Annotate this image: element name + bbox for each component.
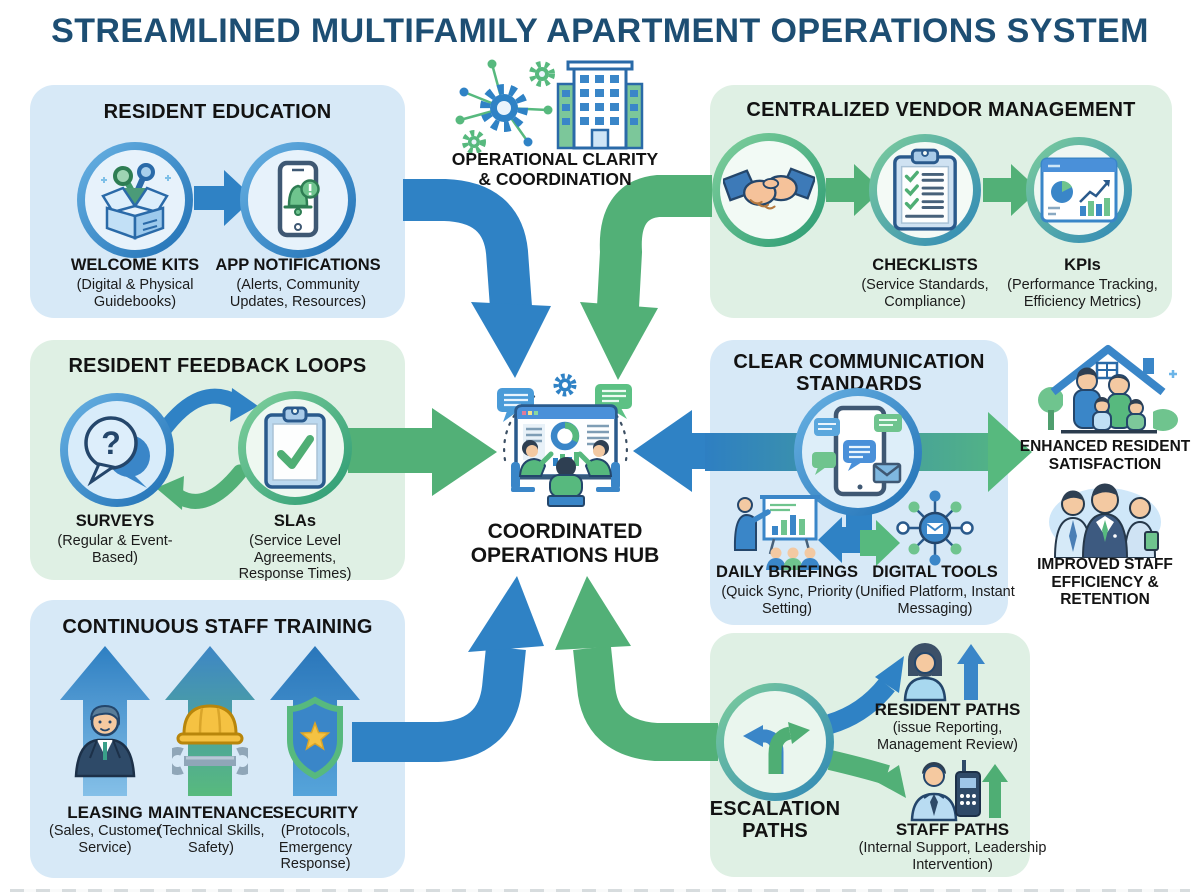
checklists-label: CHECKLISTS [872, 256, 978, 274]
slas-label: SLAs [273, 512, 317, 530]
welcome-kits-sub: (Digital & Physical Guidebooks) [76, 277, 194, 310]
maintenance-hardhat-icon [172, 704, 248, 775]
kpis-sub: (Performance Tracking, Efficiency Metric… [1007, 277, 1158, 310]
staff-efficiency-label: IMPROVED STAFF EFFICIENCY & RETENTION [1037, 556, 1173, 608]
hub-person-right [577, 440, 620, 492]
welcome-kits-label: WELCOME KITS [70, 256, 200, 274]
security-label: SECURITY [272, 803, 359, 822]
leasing-person-icon [74, 704, 136, 778]
hub-team-icon [497, 373, 632, 507]
resident-satisfaction-label: ENHANCED RESIDENT SATISFACTION [1019, 438, 1191, 473]
escalation-circle [716, 683, 834, 801]
split-arrows-icon [743, 722, 810, 774]
family-figures [1073, 367, 1146, 431]
communication-circle [794, 388, 922, 516]
daily-briefings-sub: (Quick Sync, Priority Setting) [721, 584, 853, 617]
staff-paths-sub: (Internal Support, Leadership Interventi… [858, 840, 1047, 873]
phone-notification-icon [277, 160, 320, 238]
arrow-education-to-hub [403, 179, 551, 378]
staff-training-title: CONTINUOUS STAFF TRAINING [62, 616, 373, 638]
kpis-circle [1026, 137, 1132, 243]
feedback-loops-title: RESIDENT FEEDBACK LOOPS [68, 355, 367, 377]
staff-center-person [1081, 483, 1129, 558]
surveys-sub: (Regular & Event-Based) [57, 533, 173, 566]
checklists-sub: (Service Standards, Compliance) [861, 277, 989, 310]
resident-person-icon [903, 643, 985, 702]
hub-label: COORDINATED OPERATIONS HUB [470, 520, 660, 567]
staff-officer-icon [910, 760, 1008, 822]
arrow-vendor-to-hub [580, 175, 712, 380]
radio-icon [955, 760, 981, 817]
hub-person-center [547, 457, 585, 507]
operational-clarity-label: OPERATIONAL CLARITY & COORDINATION [451, 149, 659, 189]
app-notifications-circle [240, 142, 356, 258]
staff-group-icon [1049, 483, 1161, 558]
app-notifications-sub: (Alerts, Community Updates, Resources) [229, 277, 367, 310]
digital-network-icon [896, 490, 974, 566]
surveys-circle: ? [60, 393, 174, 507]
chat-bubble-right-icon [595, 384, 632, 419]
daily-briefings-label: DAILY BRIEFINGS [715, 563, 859, 581]
house-family-icon [1038, 345, 1178, 434]
kpi-dashboard-icon [1040, 157, 1118, 223]
escalation-title: ESCALATION PATHS [709, 798, 841, 842]
hub-person-left [511, 440, 554, 492]
welcome-box-icon [101, 163, 171, 240]
building-icon [556, 60, 644, 150]
arrow-escalation-to-hub [555, 576, 718, 761]
digital-tools-label: DIGITAL TOOLS [872, 563, 998, 581]
digital-tools-sub: (Unified Platform, Instant Messaging) [855, 584, 1015, 617]
briefing-audience-icon [766, 547, 820, 570]
staff-right-person [1123, 497, 1159, 558]
surveys-label: SURVEYS [75, 512, 155, 530]
welcome-kits-circle [77, 142, 193, 258]
kpis-label: KPIs [1064, 256, 1101, 274]
gear-network-icon [455, 59, 644, 153]
staff-paths-label: STAFF PATHS [895, 820, 1010, 839]
resident-education-title: RESIDENT EDUCATION [103, 101, 332, 123]
slas-circle [238, 391, 352, 505]
maintenance-label: MAINTENANCE [148, 803, 274, 822]
security-sub: (Protocols, Emergency Response) [278, 823, 353, 873]
comm-tablet-icon [812, 405, 902, 497]
app-notifications-label: APP NOTIFICATIONS [215, 256, 381, 274]
leasing-label: LEASING [67, 803, 143, 822]
staff-left-person [1053, 490, 1093, 558]
checklists-circle [869, 134, 981, 246]
svg-text:?: ? [101, 425, 121, 461]
survey-bubbles-icon: ? [84, 416, 150, 488]
maintenance-sub: (Technical Skills, Safety) [157, 823, 265, 856]
communication-title: CLEAR COMMUNICATION STANDARDS [733, 351, 985, 395]
checklist-icon [893, 148, 957, 231]
resident-paths-label: RESIDENT PATHS [874, 700, 1021, 719]
handshake-icon [723, 167, 815, 210]
handshake-circle [712, 133, 826, 247]
briefing-presenter-icon [733, 495, 820, 570]
leasing-sub: (Sales, Customer Service) [48, 823, 161, 856]
slas-sub: (Service Level Agreements, Response Time… [238, 533, 352, 583]
sla-clipboard-icon [264, 406, 326, 489]
vendor-management-title: CENTRALIZED VENDOR MANAGEMENT [746, 99, 1136, 121]
scan-artifact-strip [10, 889, 1190, 892]
resident-paths-sub: (issue Reporting, Management Review) [876, 720, 1019, 753]
security-shield-icon [287, 696, 343, 780]
page-title: STREAMLINED MULTIFAMILY APARTMENT OPERAT… [51, 12, 1149, 50]
